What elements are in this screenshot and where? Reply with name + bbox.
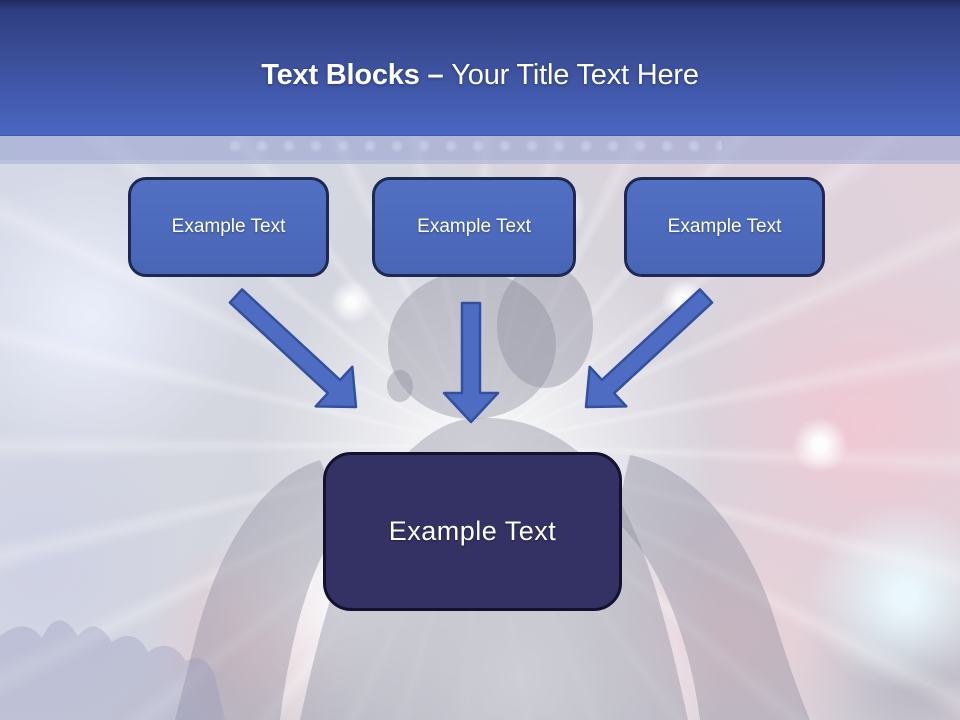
center-text-block-label: Example Text	[388, 516, 557, 546]
arrow-down-left-icon	[584, 288, 714, 409]
performer-right-arm	[615, 455, 810, 720]
slide-title: Text Blocks – Your Title Text Here	[261, 59, 699, 92]
text-block-1-label: Example Text	[171, 216, 286, 237]
text-block-3[interactable]: Example Text	[624, 177, 825, 277]
text-block-2-label: Example Text	[417, 216, 531, 237]
slide-title-rest: Your Title Text Here	[451, 59, 699, 91]
performer-left-arm	[175, 460, 345, 720]
slide-title-bold: Text Blocks –	[261, 59, 452, 91]
center-text-block[interactable]: Example Text	[323, 452, 622, 611]
text-block-3-label: Example Text	[667, 216, 782, 237]
performer-hair	[497, 264, 593, 388]
text-block-2[interactable]: Example Text	[372, 177, 576, 277]
header-sub-band	[0, 136, 960, 164]
arrow-down-icon	[442, 301, 500, 424]
slide-header: Text Blocks – Your Title Text Here	[0, 0, 960, 136]
text-block-1[interactable]: Example Text	[128, 177, 329, 277]
performer-ear	[387, 370, 413, 402]
arrow-down-right-icon	[228, 288, 358, 409]
crowd-silhouette	[0, 620, 225, 720]
